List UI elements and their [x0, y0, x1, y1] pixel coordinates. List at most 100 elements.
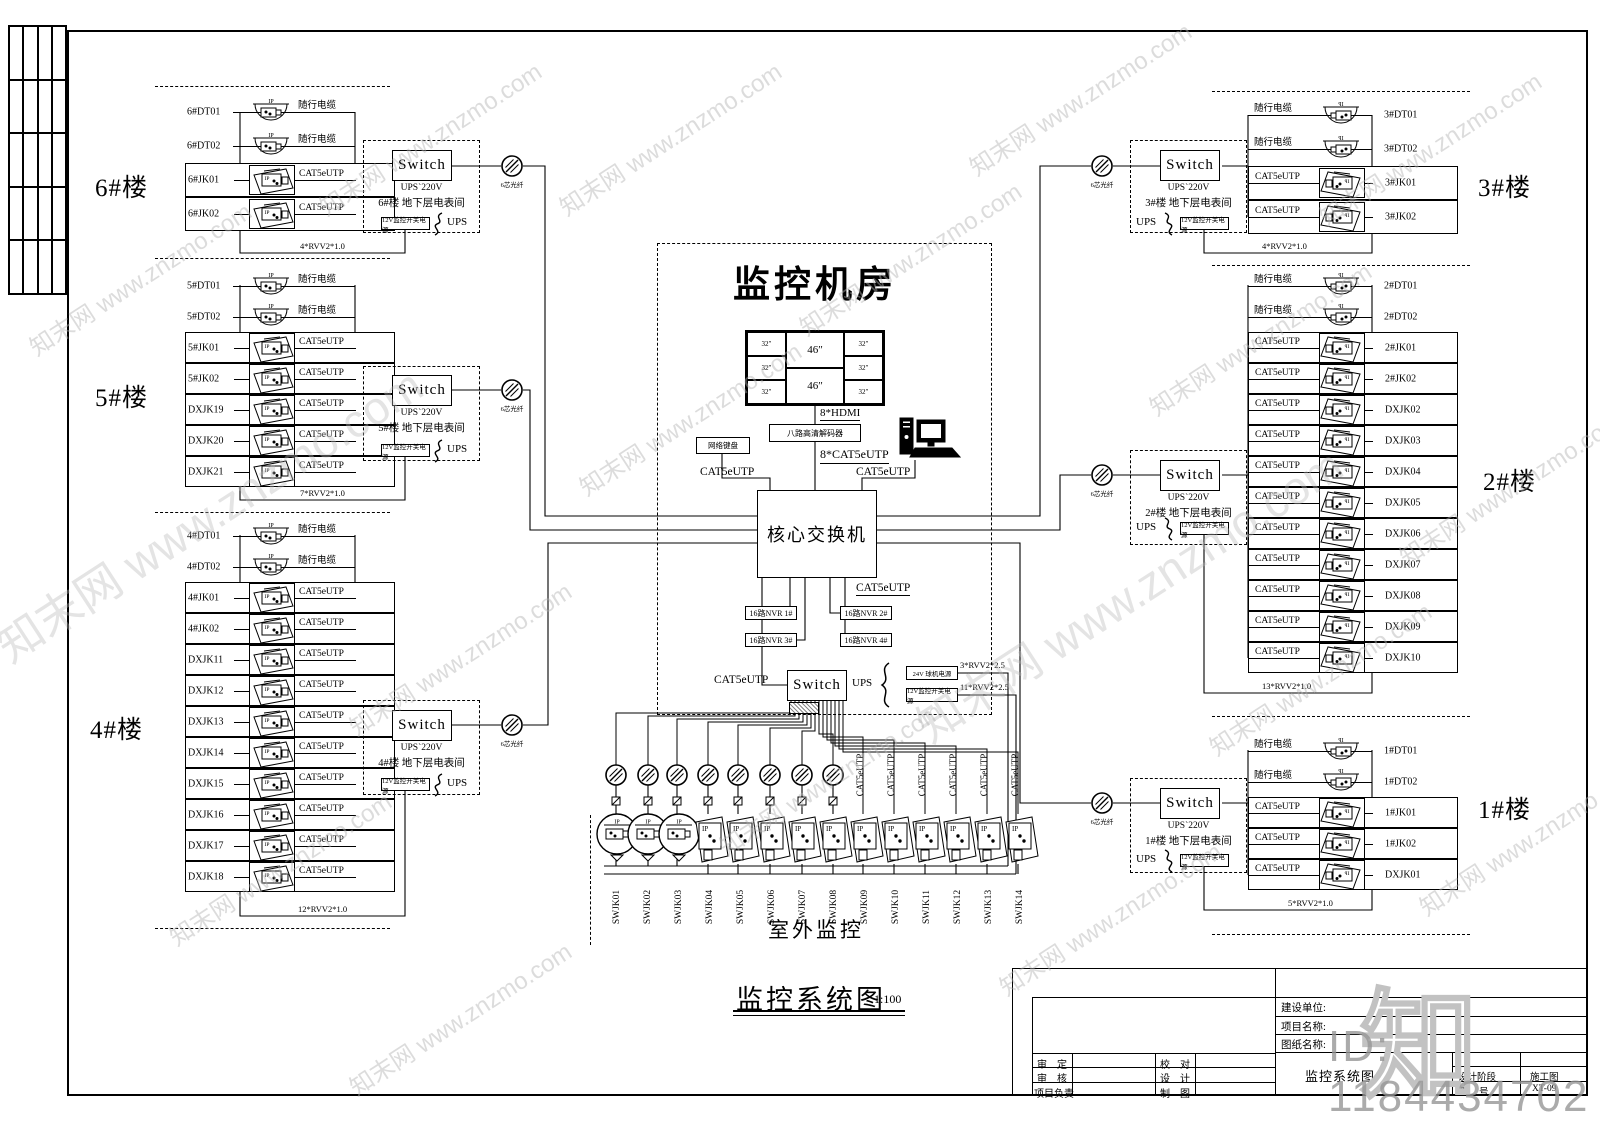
camera-row: 4#JK01 IP IP CAT5eUTP [185, 582, 395, 613]
camera-label: DXJK12 [188, 685, 224, 696]
switch-room-5 [363, 366, 480, 461]
svg-text:IP: IP [950, 825, 956, 833]
camera-icon: IP IP [248, 271, 294, 301]
camera-label: 4#DT02 [187, 561, 221, 572]
camera-row: DXJK15 IP IP CAT5eUTP [185, 768, 395, 799]
camera-row: CAT5eUTP IP IP DXJK06 [1248, 518, 1458, 549]
fiber-label-2: 6芯光纤 [1090, 491, 1114, 498]
separator [155, 86, 390, 87]
psu-12v-3: 12V监控开关电源 [1180, 217, 1229, 234]
camera-icon: IP IP [249, 363, 295, 394]
cable-label: CAT5eUTP [299, 865, 344, 876]
camera-label: 3#JK01 [1385, 177, 1417, 189]
svg-text:IP: IP [268, 273, 274, 279]
camera-row: CAT5eUTP IP IP 2#JK01 [1248, 332, 1458, 363]
cat5-label-right: CAT5eUTP [856, 466, 911, 478]
network-keyboard-box: 网络键盘 [696, 437, 750, 454]
camera-row: 随行电缆 IP IP 1#DT01 [1248, 735, 1458, 766]
camera-icon: IP IP [249, 675, 295, 706]
tv-46: 46″ [787, 333, 843, 367]
camera-row: DXJK14 IP IP CAT5eUTP [185, 737, 395, 768]
fiber-label-3: 6芯光纤 [1090, 182, 1114, 189]
svg-text:IP: IP [265, 625, 270, 631]
camera-label: 4#JK02 [188, 623, 220, 634]
building-label-6: 6#楼 [95, 175, 149, 202]
camera-label: DXJK15 [188, 778, 224, 789]
svg-text:IP: IP [1345, 871, 1350, 877]
camera-row: CAT5eUTP IP IP DXJK09 [1248, 611, 1458, 642]
switch-4: Switch [392, 710, 452, 741]
tv-32: 32″ [748, 357, 785, 379]
camera-row: DXJK20 IP IP CAT5eUTP [185, 425, 395, 456]
outdoor-camera-label: SWJK11 [921, 890, 932, 924]
camera-row: 5#JK02 IP IP CAT5eUTP [185, 363, 395, 394]
svg-text:IP: IP [1338, 738, 1344, 744]
camera-row: 6#DT02 IP IP 随行电缆 [185, 129, 395, 163]
power-cable-4: 12*RVV2*1.0 [298, 904, 348, 914]
tv-wall: 32″ 32″ 32″ 46″ 46″ 32″ 32″ 32″ [745, 330, 885, 406]
tb-drawing-name: 监控系统图 [1305, 1069, 1376, 1084]
cable-label: CAT5eUTP [299, 710, 344, 721]
cable-label: CAT5eUTP [299, 772, 344, 783]
tb-sheji: 设 计 [1160, 1074, 1190, 1085]
tb-fuze: 项目负责 [1034, 1089, 1074, 1100]
tv-32: 32″ [845, 381, 882, 403]
camera-icon: IP IP [249, 456, 295, 487]
outdoor-camera-label: SWJK01 [611, 889, 622, 925]
cable-label: CAT5eUTP [299, 741, 344, 752]
svg-text:IP: IP [702, 825, 708, 833]
ups-label-4: UPS [447, 777, 468, 789]
cable-label: CAT5eUTP [299, 336, 344, 347]
ups-voltage-5: UPS`220V [400, 408, 443, 418]
tb-stage-label: 设计阶段 [1458, 1073, 1497, 1083]
camera-icon: IP IP [1319, 859, 1365, 890]
cable-label: CAT5eUTP [1255, 429, 1300, 440]
camera-icon: IP IP [248, 302, 294, 332]
camera-label: 2#JK02 [1385, 373, 1417, 384]
box-camera-icon: IP [880, 816, 915, 863]
separator [1212, 716, 1470, 717]
outdoor-camera-label: SWJK05 [735, 889, 746, 925]
cable-label: 随行电缆 [1254, 138, 1293, 149]
camera-label: DXJK21 [188, 466, 224, 477]
svg-text:IP: IP [265, 594, 270, 600]
svg-text:IP: IP [265, 780, 270, 786]
camera-label: 5#DT01 [187, 280, 221, 291]
cat5-switch-label: CAT5eUTP [714, 674, 769, 686]
cable-label: 随行电缆 [1254, 770, 1293, 781]
cable-label: 随行电缆 [298, 274, 337, 285]
camera-label: DXJK17 [188, 840, 224, 851]
psu-12v-2: 12V监控开关电源 [1180, 522, 1229, 539]
camera-icon: IP IP [1318, 271, 1364, 301]
ups-squiggle-5 [434, 439, 443, 463]
tv-32: 32″ [748, 381, 785, 403]
machine-room-title: 监控机房 [733, 265, 897, 306]
outdoor-dashed-line [590, 815, 591, 945]
svg-text:IP: IP [1345, 468, 1350, 474]
cable-label: CAT5eUTP [1255, 863, 1300, 874]
cable-label: CAT5eUTP [1255, 522, 1300, 533]
ups-brace [880, 662, 890, 708]
building-label-1: 1#楼 [1478, 797, 1532, 824]
camera-icon: IP IP [249, 582, 295, 613]
svg-text:IP: IP [265, 210, 270, 216]
cable-24v-label: 3*RVV2*2.5 [960, 660, 1005, 670]
svg-text:IP: IP [265, 873, 270, 879]
camera-row: 随行电缆 IP IP 2#DT02 [1248, 301, 1458, 332]
switch-6: Switch [392, 150, 452, 181]
cable-label: CAT5eUTP [299, 834, 344, 845]
camera-label: 3#DT02 [1384, 143, 1418, 155]
fiber-label-6: 6芯光纤 [500, 182, 524, 189]
separator [1212, 91, 1470, 92]
drawing-scale: 1:100 [874, 992, 902, 1006]
svg-text:IP: IP [265, 406, 270, 412]
outdoor-camera-column: CAT5eUTP IP IP SWJK08 [818, 712, 853, 967]
box-camera-icon: IP [849, 816, 884, 863]
svg-text:IP: IP [265, 842, 270, 848]
outdoor-camera-label: SWJK04 [704, 889, 715, 925]
outdoor-camera-label: SWJK14 [1014, 889, 1025, 925]
camera-icon: IP IP [1319, 797, 1365, 828]
outdoor-camera-column: CAT5eUTP IP IP SWJK05 [725, 712, 760, 967]
box-camera-icon: IP [1004, 816, 1039, 863]
outdoor-camera-column: CAT5eUTP IP IP SWJK13 [973, 712, 1008, 967]
